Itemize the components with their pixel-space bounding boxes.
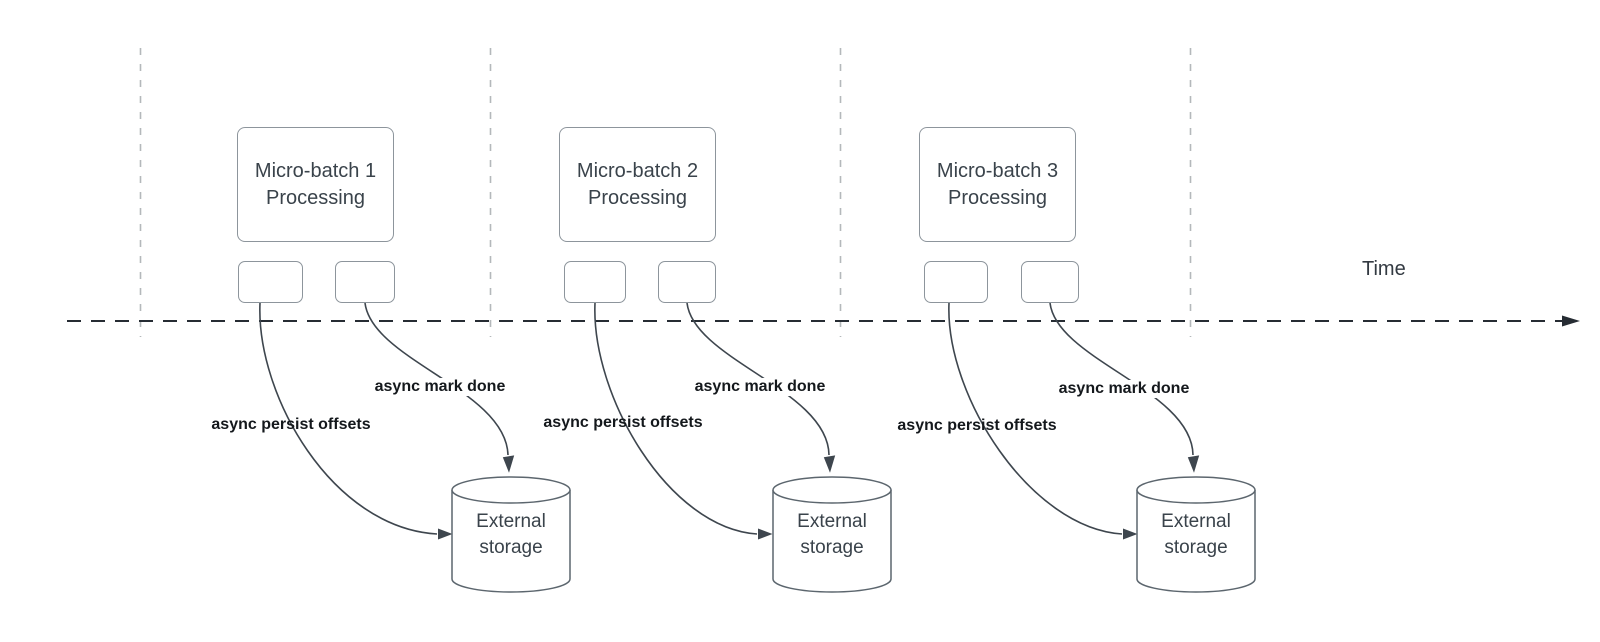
mark-done-arrowhead-1-icon [502, 455, 515, 473]
external-storage-1-line1: External [476, 511, 546, 532]
mark-done-arrow-3 [1049, 302, 1194, 456]
micro-batch-3-title-line1: Micro-batch 3 [936, 159, 1059, 182]
micro-batch-1-title-line1: Micro-batch 1 [254, 159, 377, 182]
micro-batch-3-title-line2: Processing [948, 186, 1047, 209]
mark-done-label-1: async mark done [366, 378, 514, 396]
mark-done-arrow-2 [686, 302, 830, 456]
micro-batch-1-offset-task-box [238, 261, 303, 303]
time-axis-label: Time [1362, 258, 1406, 280]
mark-done-label-2: async mark done [686, 378, 834, 396]
external-storage-3-line1: External [1161, 511, 1231, 532]
persist-offsets-arrowhead-2-icon [758, 528, 773, 540]
persist-offsets-arrowhead-3-icon [1123, 528, 1138, 540]
persist-offsets-label-2: async persist offsets [543, 414, 703, 431]
persist-offsets-arrowhead-1-icon [438, 528, 453, 540]
micro-batch-3-offset-task-box [924, 261, 988, 303]
time-axis-arrowhead-icon [1562, 315, 1580, 327]
persist-offsets-arrow-1 [259, 302, 438, 535]
micro-batch-1-done-task-box [335, 261, 395, 303]
micro-batch-2-title-line2: Processing [588, 186, 687, 209]
micro-batch-3-done-task-box [1021, 261, 1079, 303]
persist-offsets-arrow-2 [594, 302, 758, 535]
external-storage-cylinder-3 [1136, 476, 1256, 593]
external-storage-3-line2: storage [1164, 537, 1228, 558]
external-storage-cylinder-1 [451, 476, 571, 593]
micro-batch-2-offset-task-box [564, 261, 626, 303]
mark-done-arrowhead-2-icon [823, 455, 836, 473]
micro-batch-1-processing-box: Micro-batch 1 Processing [237, 127, 394, 242]
micro-batch-2-title-line1: Micro-batch 2 [576, 159, 699, 182]
external-storage-label-3: External storage [1137, 509, 1255, 561]
micro-batch-3-processing-box: Micro-batch 3 Processing [919, 127, 1076, 242]
mark-done-arrowhead-3-icon [1187, 455, 1200, 473]
persist-offsets-label-3: async persist offsets [897, 417, 1057, 434]
external-storage-label-2: External storage [773, 509, 891, 561]
external-storage-cylinder-2 [772, 476, 892, 593]
mark-done-label-3: async mark done [1050, 380, 1198, 398]
external-storage-label-1: External storage [452, 509, 570, 561]
external-storage-2-line2: storage [800, 537, 864, 558]
persist-offsets-arrow-3 [948, 302, 1123, 535]
persist-offsets-label-1: async persist offsets [211, 416, 371, 433]
micro-batch-2-done-task-box [658, 261, 716, 303]
external-storage-2-line1: External [797, 511, 867, 532]
mark-done-arrow-1 [364, 302, 509, 456]
micro-batch-2-processing-box: Micro-batch 2 Processing [559, 127, 716, 242]
external-storage-1-line2: storage [479, 537, 543, 558]
micro-batch-1-title-line2: Processing [266, 186, 365, 209]
